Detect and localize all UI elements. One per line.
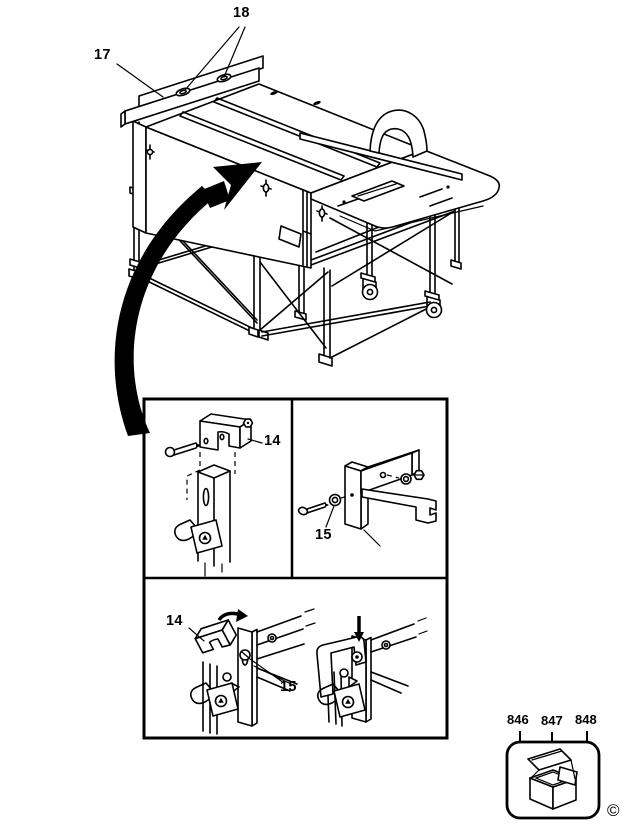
inset-panel-bottom xyxy=(188,608,428,735)
callout-17-label: 17 xyxy=(94,47,111,63)
latch-icon xyxy=(316,205,328,222)
callout-15-label: 15 xyxy=(315,527,332,543)
open-carton-icon xyxy=(527,748,578,810)
caster-icon xyxy=(360,272,379,301)
inset-panel-top-right xyxy=(297,449,437,547)
rotate-arrow-icon xyxy=(217,609,248,622)
part-number-847: 847 xyxy=(541,713,563,728)
copyright-mark: © xyxy=(607,801,620,820)
callout-15-label: 15 xyxy=(280,679,297,695)
curved-arrow-icon xyxy=(114,162,262,436)
hook-latch-icon xyxy=(173,519,223,554)
part-number-848: 848 xyxy=(575,712,597,727)
part-number-846: 846 xyxy=(507,712,529,727)
fence-bar xyxy=(299,132,463,181)
blade-guard xyxy=(369,109,428,158)
packaging-legend xyxy=(505,731,601,820)
rail-fastener-icon xyxy=(175,87,191,97)
latch-icon xyxy=(260,179,272,197)
bench-body xyxy=(120,55,501,269)
callout-14-label: 14 xyxy=(264,433,281,449)
bracket-14-tilted xyxy=(194,619,238,654)
callout-leaders xyxy=(116,26,246,98)
detail-inset xyxy=(142,397,449,740)
rail-fastener-icon xyxy=(216,73,232,83)
caster-icon xyxy=(424,290,443,319)
hook-latch-icon xyxy=(189,682,239,717)
inset-panel-top-left xyxy=(164,413,263,577)
down-arrow-icon xyxy=(354,616,364,642)
callout-18-label: 18 xyxy=(233,5,250,21)
table-rail xyxy=(138,55,264,109)
callout-14-label: 14 xyxy=(166,613,183,629)
latch-icon xyxy=(145,144,155,160)
saw-deck xyxy=(310,149,501,229)
